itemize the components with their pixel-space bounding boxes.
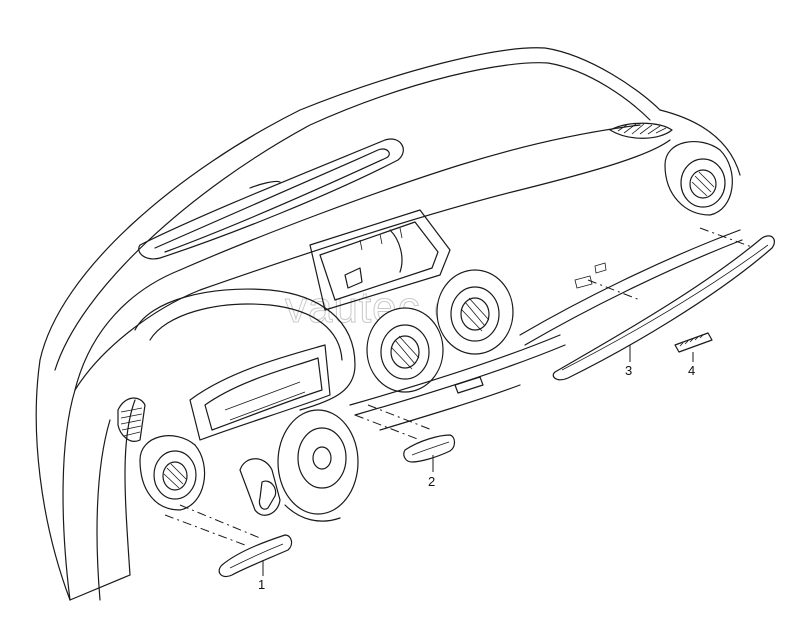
callout-3: 3 [625,363,632,378]
part-4-small-trim: 4 [674,332,713,378]
upper-display-bezel [138,138,404,260]
center-console [309,209,451,311]
left-outer-vent [139,435,206,511]
steering-hub [239,409,359,522]
right-vent-grille [609,122,673,139]
part-2-center-trim: 2 [354,404,456,489]
callout-2: 2 [428,474,435,489]
instrument-cluster [134,288,356,441]
center-right-vent [436,269,514,355]
right-outer-vent [664,141,733,216]
part-3-right-trim: 3 [552,227,775,381]
center-left-vent [366,307,444,393]
part-1-left-trim: 1 [164,504,293,592]
dashboard-shell [35,47,741,601]
left-side-grille [117,397,146,442]
callout-4: 4 [688,363,695,378]
lower-trim-strip [349,229,743,431]
callout-1: 1 [258,577,265,592]
